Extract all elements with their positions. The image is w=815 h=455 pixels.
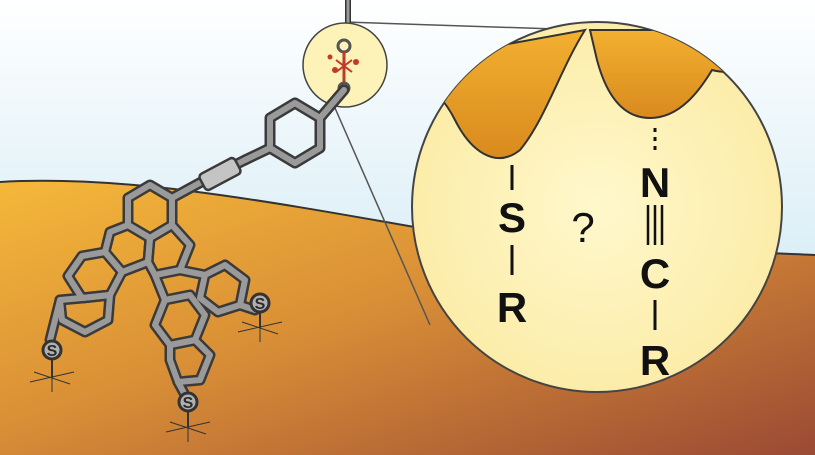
anchor-atom-1: S [47, 343, 58, 360]
anchor-group-left: S [29, 339, 75, 392]
zoom-line-bottom [334, 107, 431, 326]
zoom-right-atom1: N [640, 159, 670, 206]
triple-bond [646, 205, 664, 245]
anchor-group-middle: S [165, 391, 211, 442]
zoom-question-mark: ? [571, 204, 594, 251]
zoom-right-atom2: C [640, 250, 670, 297]
anchor-atom-2: S [183, 395, 194, 412]
zoom-right-substituent: R [640, 337, 670, 384]
zoom-left-atom: S [498, 194, 526, 241]
anchor-group-right: S [237, 292, 283, 342]
anchor-atom-3: S [255, 296, 266, 313]
tripodal-molecule [44, 84, 350, 401]
zoom-left-substituent: R [497, 284, 527, 331]
